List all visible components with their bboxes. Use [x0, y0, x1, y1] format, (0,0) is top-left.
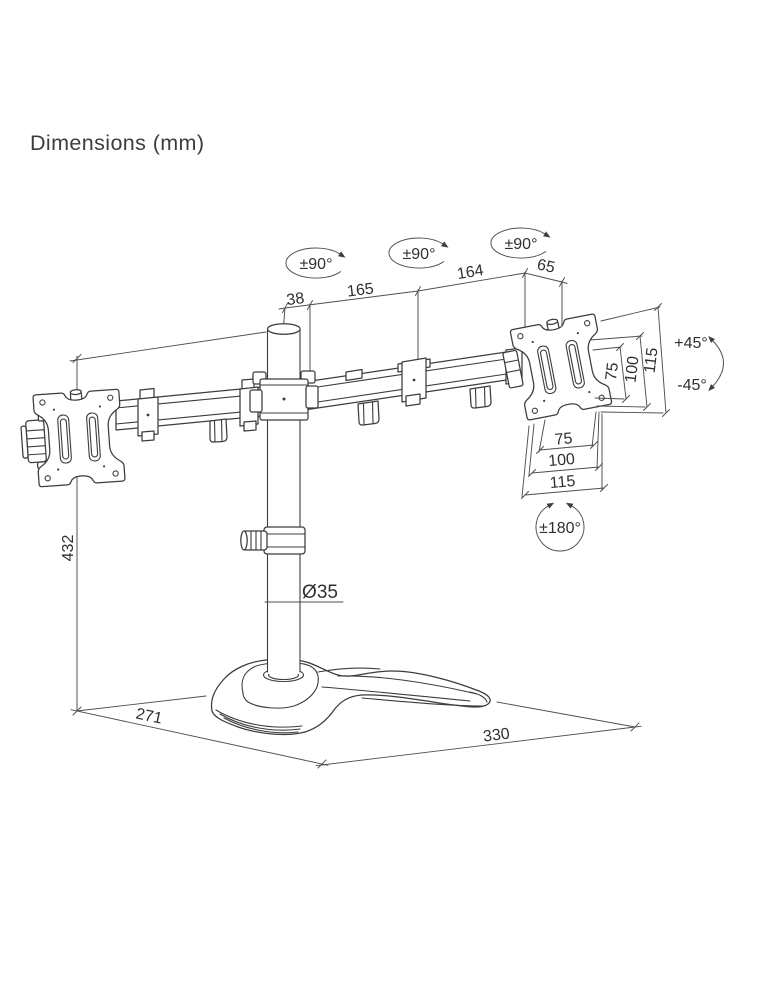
- swivel-label-2: ±90°: [403, 246, 436, 263]
- ground-outline: [70, 695, 642, 769]
- dim-vesa-v-75: 75: [603, 361, 622, 381]
- dim-base-330: 330: [482, 725, 511, 745]
- dim-vesa-v-115: 115: [642, 347, 662, 374]
- left-arm: [115, 378, 263, 443]
- swivel-symbol-2: [388, 237, 449, 269]
- right-vesa-adapter: [502, 349, 524, 389]
- dim-pole-diameter: Ø35: [302, 582, 338, 603]
- dim-vesa-h-115: 115: [549, 473, 576, 492]
- tilt-down-label: -45°: [677, 377, 707, 394]
- tilt-up-label: +45°: [674, 335, 708, 352]
- pole: [266, 323, 301, 674]
- dim-vesa-v-100: 100: [622, 355, 642, 384]
- swivel-symbol-3: [490, 227, 551, 259]
- dim-arm-165: 165: [346, 280, 375, 300]
- vesa-horizontal-dims: [521, 411, 608, 499]
- dim-arm-65: 65: [535, 256, 556, 276]
- tilt-arrow: [708, 336, 724, 392]
- left-vesa-plate: [32, 388, 126, 488]
- top-dimension-line: [278, 268, 568, 381]
- dim-base-271: 271: [134, 706, 164, 728]
- height-clamp: [240, 526, 306, 555]
- right-arm: [303, 347, 523, 426]
- pole-collar: [249, 370, 319, 421]
- swivel-symbol-1: [285, 247, 346, 279]
- page-title: Dimensions (mm): [30, 131, 205, 155]
- swivel-label-3: ±90°: [505, 236, 538, 253]
- dim-vesa-h-75: 75: [554, 430, 573, 448]
- swivel-label-1: ±90°: [300, 256, 333, 273]
- base: [210, 658, 491, 736]
- vesa-vertical-dims: [589, 303, 670, 417]
- dim-vesa-h-100: 100: [548, 451, 576, 470]
- dim-height-432: 432: [60, 535, 77, 562]
- dim-arm-164: 164: [456, 262, 485, 283]
- rotate-180-symbol: [535, 502, 585, 552]
- right-vesa-plate: [509, 313, 613, 421]
- rotate-180-label: ±180°: [539, 520, 581, 537]
- dim-arm-38: 38: [286, 290, 306, 309]
